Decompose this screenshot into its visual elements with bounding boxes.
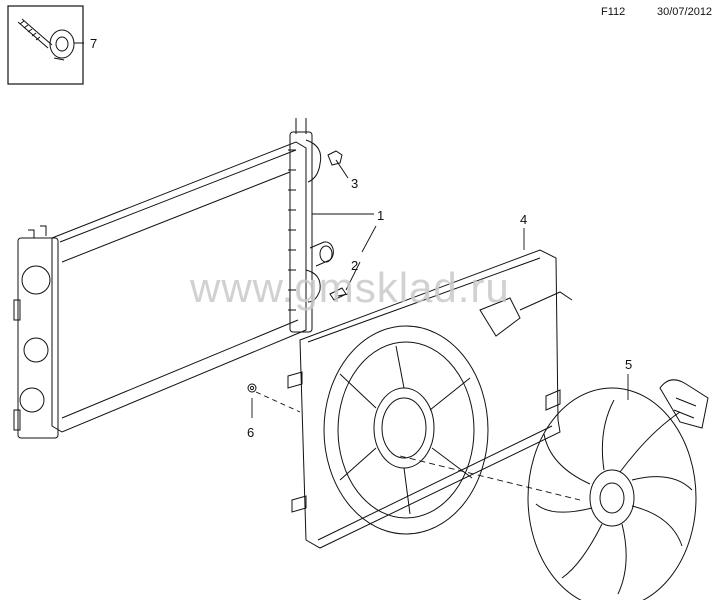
watermark: www.gmsklad.ru — [190, 264, 510, 311]
fan-shroud-icon — [287, 249, 573, 549]
diagram-code: F112 — [601, 6, 626, 18]
torx-screw-icon — [17, 18, 75, 61]
callout-1: 1 — [377, 208, 385, 223]
callout-6: 6 — [247, 425, 255, 440]
callout-3: 3 — [351, 176, 359, 191]
radiator-icon — [13, 118, 334, 439]
callout-5: 5 — [625, 357, 633, 372]
nut-icon — [247, 383, 257, 393]
inset-box — [7, 5, 84, 85]
bleed-screw-icon — [327, 150, 349, 179]
callout-7: 7 — [90, 36, 98, 51]
diagram-date: 30/07/2012 — [657, 6, 713, 18]
callout-2: 2 — [351, 258, 359, 273]
callout-4: 4 — [520, 212, 528, 227]
drain-plug-icon — [329, 287, 349, 301]
leader-lines — [251, 213, 629, 501]
fan-motor-icon — [527, 379, 709, 600]
